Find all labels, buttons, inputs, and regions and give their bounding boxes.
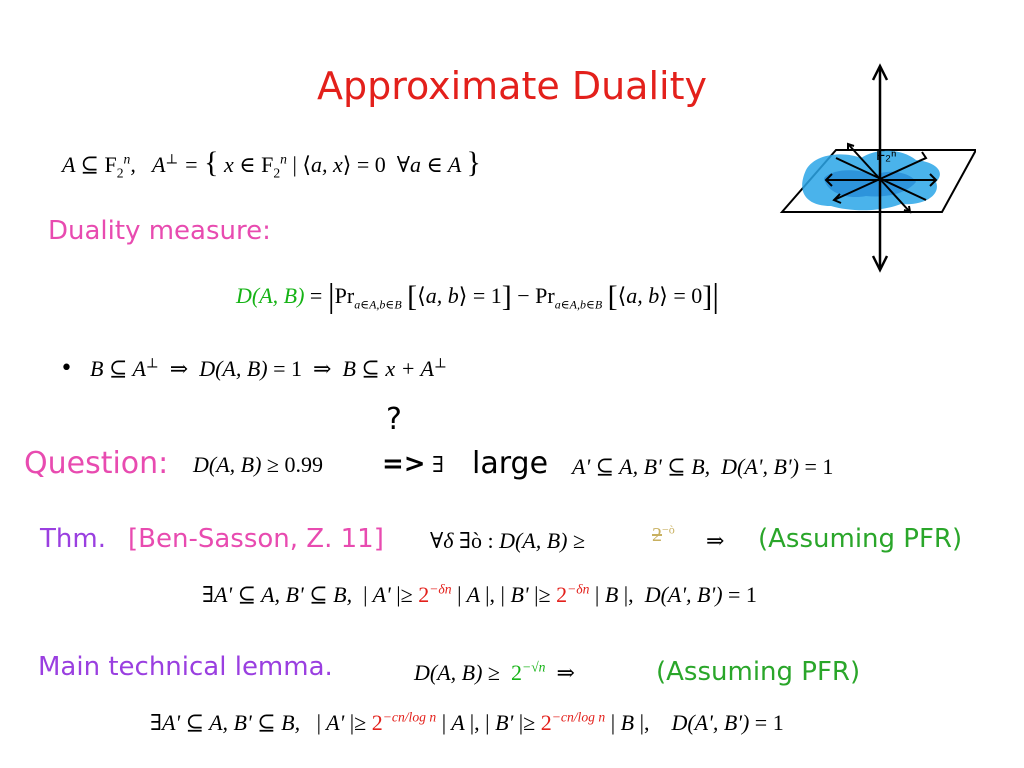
duality-figure: F₂ⁿ bbox=[779, 63, 976, 273]
bullet-math: B ⊆ A⊥ ⇒ D(A, B) = 1 ⇒ B ⊆ x + A⊥ bbox=[90, 355, 447, 381]
question-mark: ? bbox=[386, 402, 402, 437]
lemma-condition: D(A, B) ≥ 2−√n ⇒ bbox=[414, 659, 575, 685]
theorem-citation: [Ben-Sasson, Z. 11] bbox=[128, 524, 384, 554]
diagonal-arrow-3 bbox=[847, 143, 911, 213]
lemma-assuming-pfr: (Assuming PFR) bbox=[656, 657, 861, 687]
theorem-assuming-pfr: (Assuming PFR) bbox=[758, 524, 963, 554]
theorem-label: Thm. bbox=[40, 524, 106, 554]
vertical-axis-arrow-bottom bbox=[871, 255, 889, 273]
theorem-conclusion: ∃A' ⊆ A, B' ⊆ B, | A' |≥ 2−δn | A |, | B… bbox=[202, 581, 757, 607]
duality-measure-formula: D(A, B) = |Pra∈A,b∈B [⟨a, b⟩ = 1] − Pra∈… bbox=[236, 278, 720, 315]
theorem-implies: ⇒ bbox=[706, 528, 725, 553]
theorem-condition: ∀δ ∃ò : D(A, B) ≥ bbox=[430, 528, 586, 553]
question-condition: D(A, B) ≥ 0.99 bbox=[193, 452, 323, 477]
exists-symbol: ∃ bbox=[432, 452, 444, 477]
slide-title: Approximate Duality bbox=[317, 64, 707, 108]
lemma-conclusion: ∃A' ⊆ A, B' ⊆ B, | A' |≥ 2−cn/log n | A … bbox=[150, 709, 784, 735]
plane-shape bbox=[779, 149, 976, 213]
theorem-garbled-value: 2−ò bbox=[652, 522, 675, 546]
vertical-axis-arrow-top bbox=[871, 63, 889, 81]
definition-line: A ⊆ F2n, A⊥ = { x ∈ F2n | ⟨a, x⟩ = 0 ∀a … bbox=[62, 146, 481, 181]
question-label: Question: bbox=[24, 446, 169, 481]
measure-lhs: D(A, B) bbox=[236, 283, 305, 308]
figure-label: F₂ⁿ bbox=[876, 147, 896, 164]
large-word: large bbox=[472, 446, 549, 481]
question-target: A' ⊆ A, B' ⊆ B, D(A', B') = 1 bbox=[572, 454, 834, 479]
question-arrow: => bbox=[382, 449, 426, 479]
duality-measure-label: Duality measure: bbox=[48, 216, 271, 246]
lemma-label: Main technical lemma. bbox=[38, 652, 333, 682]
bullet-glyph: • bbox=[60, 356, 73, 381]
